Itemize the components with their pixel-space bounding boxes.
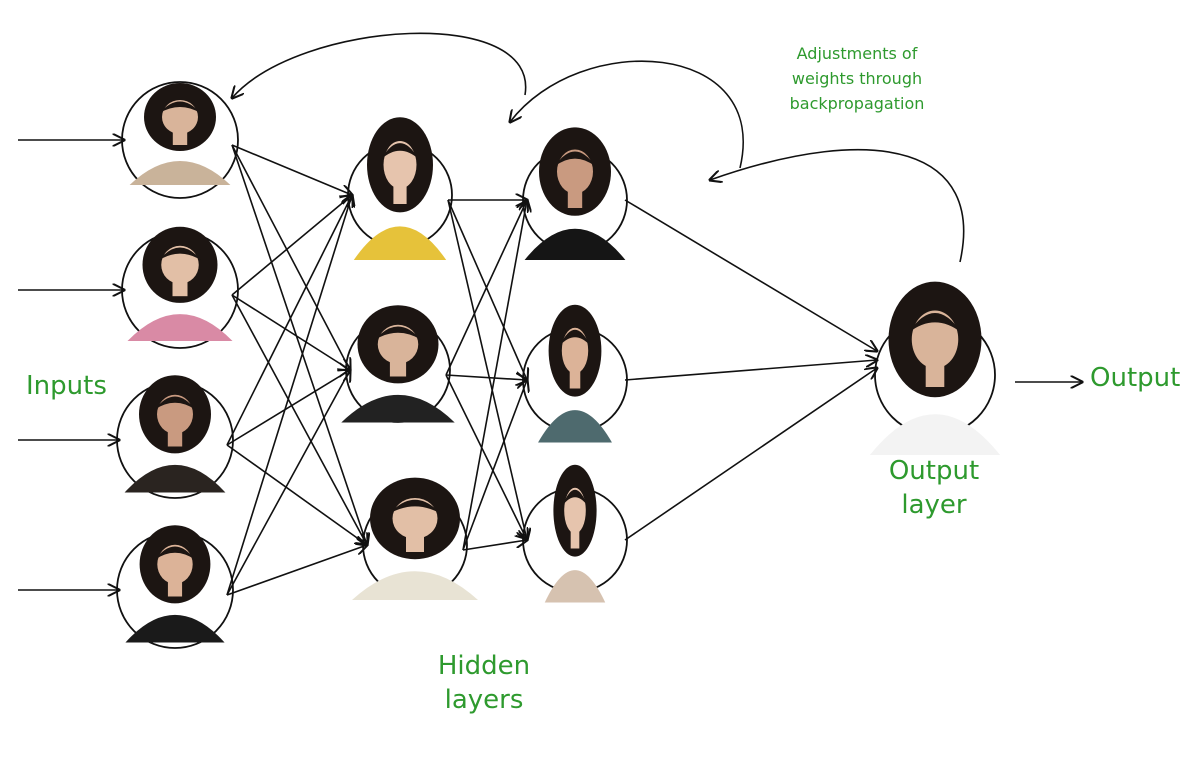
connection-arrow — [226, 444, 367, 545]
person-photo-icon — [129, 83, 231, 185]
person-photo-icon — [341, 305, 455, 423]
connection-arrow — [447, 199, 527, 540]
neuron-circle — [121, 81, 239, 199]
backprop-arc — [510, 60, 744, 169]
connection-arrow — [462, 540, 527, 551]
connection-arrow — [231, 294, 350, 370]
connection-arrow — [231, 144, 352, 195]
backprop-label-line1: Adjustments of — [796, 44, 918, 63]
connection-arrow — [226, 370, 350, 446]
neuron-hidden_1-2 — [341, 305, 455, 423]
person-photo-icon — [538, 304, 612, 443]
connection-arrow — [445, 374, 527, 540]
connection-arrow — [445, 375, 527, 380]
output-layer-label-line2: layer — [901, 489, 967, 520]
person-photo-icon — [544, 464, 606, 603]
neuron-input-1 — [121, 81, 239, 199]
person-photo-icon — [352, 477, 478, 600]
backpropagation-label: Adjustments of weights through backpropa… — [772, 42, 942, 116]
inputs-label: Inputs — [26, 371, 107, 401]
neuron-hidden_1-1 — [347, 117, 453, 260]
neuron-input-4 — [116, 525, 234, 649]
neuron-nodes — [116, 81, 1001, 649]
connection-arrow — [462, 380, 527, 551]
connection-arrow — [231, 195, 352, 296]
person-photo-icon — [353, 117, 447, 260]
connection-arrow — [624, 368, 877, 541]
backprop-arc — [232, 32, 527, 98]
connection-arrow — [624, 360, 877, 381]
person-photo-icon — [524, 127, 626, 260]
connection-lines — [18, 140, 1082, 595]
output-layer-label: Output layer — [872, 455, 996, 523]
neuron-hidden_2-3 — [522, 464, 628, 603]
connection-arrow — [445, 200, 527, 376]
person-photo-icon — [127, 226, 233, 341]
connection-arrow — [226, 195, 352, 446]
person-photo-icon — [125, 525, 225, 643]
person-photo-icon — [869, 281, 1001, 455]
neuron-hidden_1-3 — [352, 477, 478, 600]
backprop-arc — [710, 148, 965, 263]
hidden-layers-label: Hidden layers — [420, 650, 548, 718]
connection-arrow — [462, 200, 527, 551]
neuron-output-1 — [869, 281, 1001, 455]
connection-arrow — [624, 199, 877, 351]
connection-arrow — [226, 370, 350, 596]
connection-arrow — [231, 294, 367, 545]
neuron-hidden_2-2 — [522, 304, 628, 443]
hidden-layers-label-line2: layers — [444, 684, 524, 715]
connection-arrow — [226, 545, 367, 596]
connection-arrow — [226, 195, 352, 596]
neuron-input-2 — [121, 226, 239, 349]
backpropagation-arrows — [232, 32, 965, 263]
hidden-layers-label-line1: Hidden — [437, 651, 531, 681]
neuron-hidden_2-1 — [522, 127, 628, 260]
backprop-label-line2: weights through — [791, 68, 923, 88]
output-layer-label-line1: Output — [888, 456, 980, 486]
neuron-input-3 — [116, 375, 234, 499]
backprop-label-line3: backpropagation — [789, 93, 925, 113]
output-label: Output — [1090, 363, 1181, 393]
connection-arrow — [231, 144, 350, 370]
person-photo-icon — [124, 375, 226, 493]
connection-arrow — [231, 144, 367, 545]
connection-arrow — [447, 199, 527, 380]
